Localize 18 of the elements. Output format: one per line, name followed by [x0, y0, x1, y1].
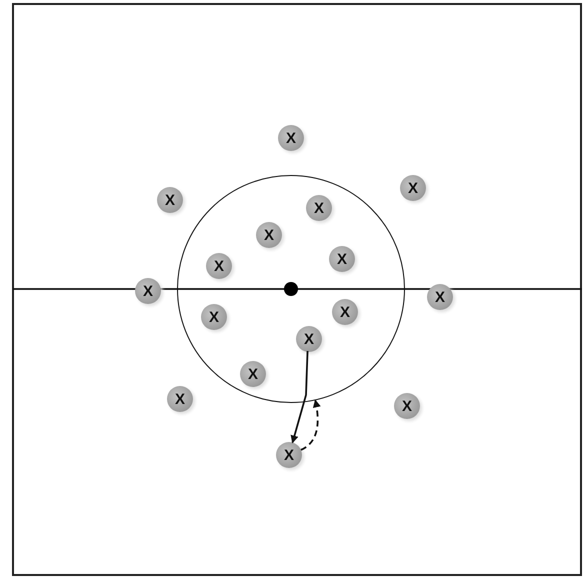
x-marker: X [201, 304, 227, 330]
x-marker: X [256, 222, 282, 248]
x-marker: X [206, 253, 232, 279]
x-marker: X [394, 393, 420, 419]
x-marker: X [157, 187, 183, 213]
arrow [300, 399, 321, 451]
x-marker: X [135, 278, 161, 304]
x-marker: X [332, 299, 358, 325]
x-marker: X [427, 284, 453, 310]
x-marker: X [306, 195, 332, 221]
x-marker: X [276, 442, 302, 468]
x-marker: X [296, 326, 322, 352]
x-marker: X [329, 246, 355, 272]
x-marker: X [278, 125, 304, 151]
x-marker: X [167, 386, 193, 412]
x-marker: X [400, 175, 426, 201]
x-marker: X [240, 361, 266, 387]
arrow [290, 350, 308, 444]
